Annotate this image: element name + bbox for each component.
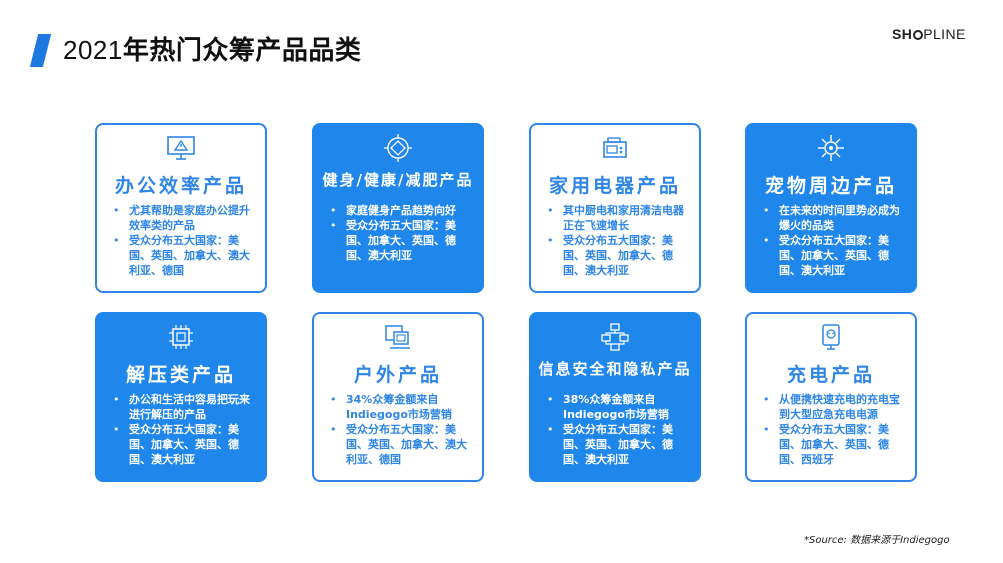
card-fitness: 健身/健康/减肥产品 家庭健身产品趋势向好 受众分布五大国家：美国、加拿大、英国… bbox=[312, 123, 484, 293]
card-bullet: 办公和生活中容易把玩来进行解压的产品 bbox=[109, 392, 257, 422]
card-title: 解压类产品 bbox=[125, 364, 236, 386]
card-bullet: 34%众筹金额来自Indiegogo市场营销 bbox=[326, 392, 474, 422]
card-bullet: 受众分布五大国家：美国、加拿大、英国、德国、澳大利亚 bbox=[109, 422, 257, 467]
title-year: 2021 bbox=[63, 35, 123, 65]
card-title: 家用电器产品 bbox=[548, 175, 681, 197]
page-title: 2021年热门众筹产品品类 bbox=[63, 30, 361, 67]
title-text: 年热门众筹产品品类 bbox=[122, 36, 362, 66]
card-bullet: 在未来的时间里势必成为爆火的品类 bbox=[759, 203, 907, 233]
card-bullet: 从便携快速充电的充电宝到大型应急充电电源 bbox=[759, 392, 907, 422]
card-charging: 充电产品 从便携快速充电的充电宝到大型应急充电电源 受众分布五大国家：美国、加拿… bbox=[745, 312, 917, 482]
fitness-icon bbox=[314, 133, 482, 163]
card-bullet: 家庭健身产品趋势向好 bbox=[326, 203, 474, 218]
card-bullet: 受众分布五大国家：美国、加拿大、英国、德国、澳大利亚 bbox=[326, 218, 474, 263]
pet-icon bbox=[747, 133, 915, 163]
card-bullet: 尤其帮助是家庭办公提升效率类的产品 bbox=[109, 203, 257, 233]
card-bullet: 其中厨电和家用清洁电器正在飞速增长 bbox=[543, 203, 691, 233]
card-office-efficiency: 办公效率产品 尤其帮助是家庭办公提升效率类的产品 受众分布五大国家：美国、英国、… bbox=[95, 123, 267, 293]
card-bullet: 受众分布五大国家：美国、英国、加拿大、澳大利亚、德国 bbox=[109, 233, 257, 278]
outdoor-icon bbox=[314, 322, 482, 352]
card-bullet: 受众分布五大国家：美国、英国、加拿大、澳大利亚、德国 bbox=[326, 422, 474, 467]
card-title: 充电产品 bbox=[786, 364, 875, 386]
card-title: 信息安全和隐私产品 bbox=[538, 360, 692, 378]
network-icon bbox=[531, 322, 699, 352]
card-bullet: 受众分布五大国家：美国、英国、加拿大、德国、澳大利亚 bbox=[543, 233, 691, 278]
card-stress-relief: 解压类产品 办公和生活中容易把玩来进行解压的产品 受众分布五大国家：美国、加拿大… bbox=[95, 312, 267, 482]
card-bullet: 受众分布五大国家：美国、加拿大、英国、德国、澳大利亚 bbox=[759, 233, 907, 278]
card-bullet: 38%众筹金额来自Indiegogo市场营销 bbox=[543, 392, 691, 422]
title-accent-bar bbox=[29, 34, 52, 67]
charger-icon bbox=[747, 322, 915, 352]
card-outdoor: 户外产品 34%众筹金额来自Indiegogo市场营销 受众分布五大国家：美国、… bbox=[312, 312, 484, 482]
card-title: 户外产品 bbox=[353, 364, 442, 386]
card-home-appliances: 家用电器产品 其中厨电和家用清洁电器正在飞速增长 受众分布五大国家：美国、英国、… bbox=[529, 123, 701, 293]
card-bullet: 受众分布五大国家：美国、英国、加拿大、德国、澳大利亚 bbox=[543, 422, 691, 467]
card-bullet: 受众分布五大国家：美国、加拿大、英国、德国、西班牙 bbox=[759, 422, 907, 467]
monitor-icon bbox=[97, 133, 265, 163]
card-title: 办公效率产品 bbox=[114, 175, 247, 197]
appliance-icon bbox=[531, 133, 699, 163]
card-title: 宠物周边产品 bbox=[764, 175, 897, 197]
card-pet-products: 宠物周边产品 在未来的时间里势必成为爆火的品类 受众分布五大国家：美国、加拿大、… bbox=[745, 123, 917, 293]
card-security-privacy: 信息安全和隐私产品 38%众筹金额来自Indiegogo市场营销 受众分布五大国… bbox=[529, 312, 701, 482]
chip-icon bbox=[97, 322, 265, 352]
source-note: *Source: 数据来源于Indiegogo bbox=[804, 535, 950, 546]
card-title: 健身/健康/减肥产品 bbox=[322, 171, 474, 189]
